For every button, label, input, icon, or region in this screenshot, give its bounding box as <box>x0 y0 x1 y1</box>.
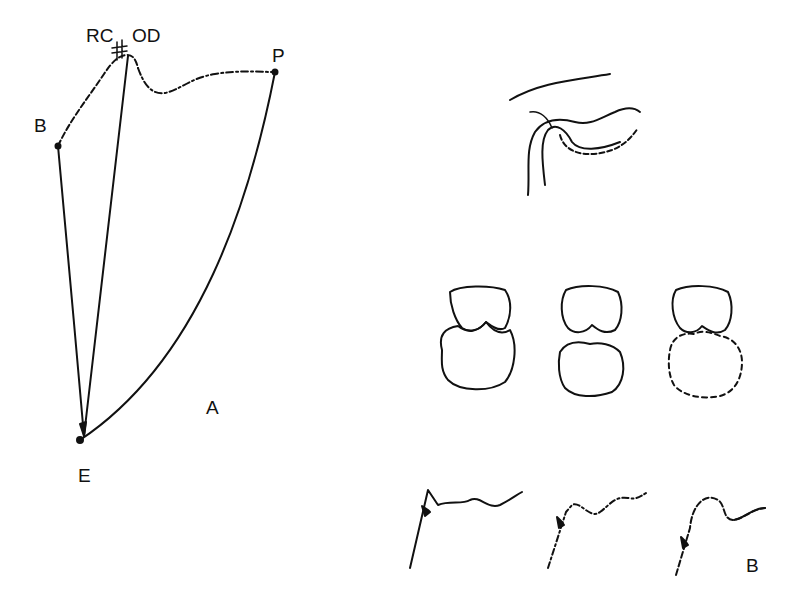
point-label: RC <box>86 26 113 45</box>
incisal-profiles <box>410 490 765 575</box>
envelope-of-motion <box>56 40 278 443</box>
figure-label: B <box>746 556 759 575</box>
point-label: B <box>34 116 47 135</box>
point-label: P <box>272 46 285 65</box>
figure-label: A <box>206 398 219 417</box>
condyle-sketch <box>510 74 640 195</box>
point-label: OD <box>132 26 161 45</box>
point-label: E <box>78 466 91 485</box>
teeth-occlusion <box>441 286 742 397</box>
